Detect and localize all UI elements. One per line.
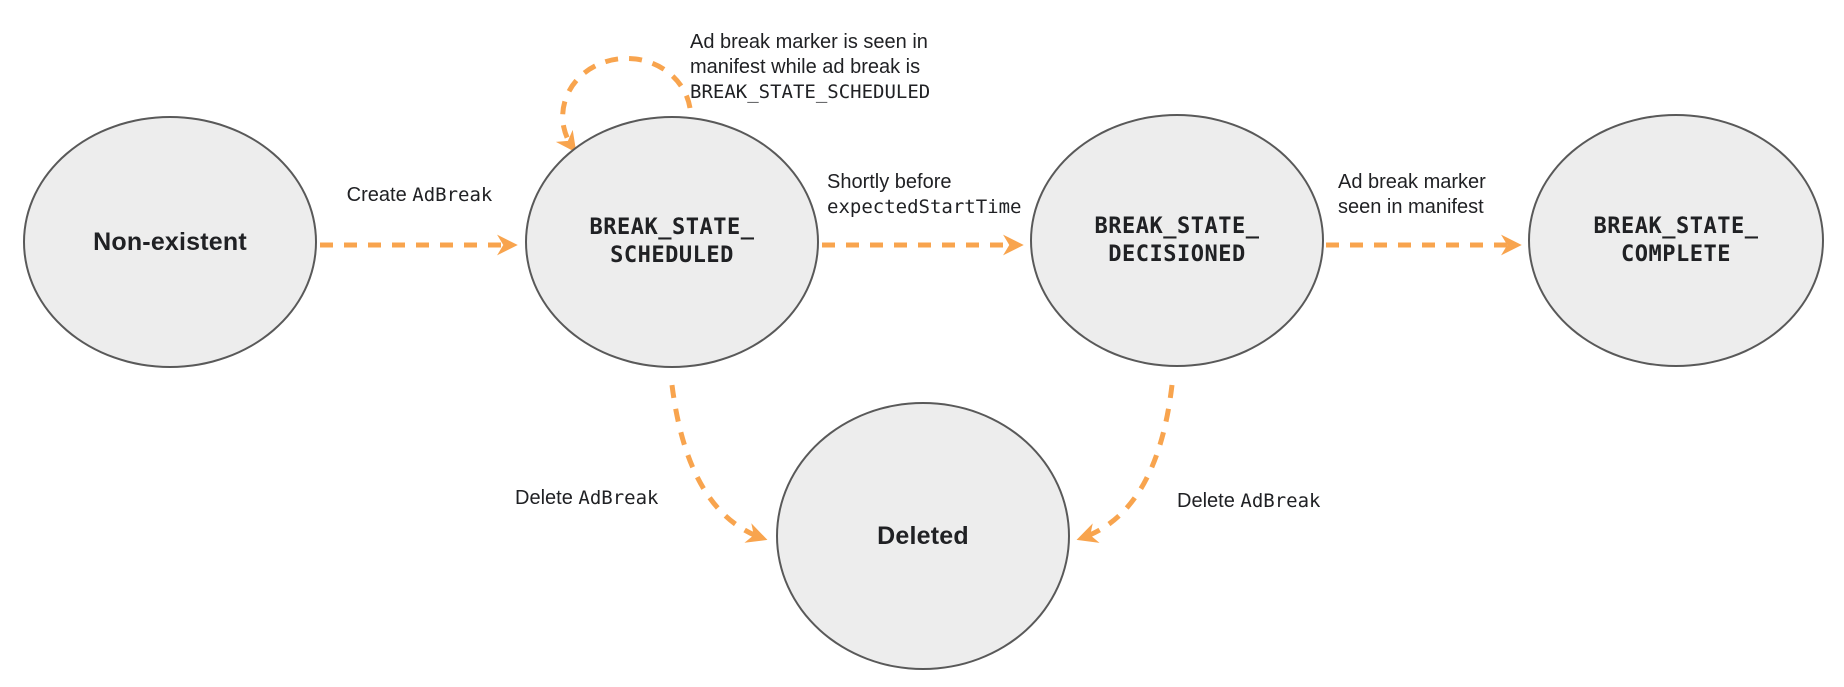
edge-label-self-loop-line1: Ad break marker is seen in <box>690 31 928 53</box>
state-scheduled-label-line2: SCHEDULED <box>610 243 734 268</box>
state-deleted-label: Deleted <box>877 521 969 550</box>
edge-label-delete-left: Delete AdBreak <box>515 486 658 511</box>
edge-label-self-loop-code: BREAK_STATE_SCHEDULED <box>690 81 931 103</box>
edge-label-self-loop-line2: manifest while ad break is <box>690 56 921 78</box>
edge-delete-right-arrow <box>1076 384 1175 543</box>
edge-label-marker-seen-line2: seen in manifest <box>1338 196 1484 218</box>
state-decisioned-label-line1: BREAK_STATE_ <box>1094 213 1260 239</box>
state-break-state-decisioned: BREAK_STATE_ DECISIONED <box>1030 114 1324 367</box>
edge-label-create-code: AdBreak <box>412 184 493 206</box>
edge-label-delete-left-text: Delete <box>515 487 573 509</box>
state-deleted: Deleted <box>776 402 1070 670</box>
state-complete-label-line2: COMPLETE <box>1621 241 1731 267</box>
state-decisioned-label-line2: DECISIONED <box>1108 241 1246 267</box>
edge-label-shortly-before-code: expectedStartTime <box>827 196 1022 218</box>
edge-label-delete-right-text: Delete <box>1177 490 1235 512</box>
edge-label-self-loop: Ad break marker is seen in manifest whil… <box>690 30 930 105</box>
edge-label-delete-left-code: AdBreak <box>578 487 659 509</box>
edge-label-marker-seen-line1: Ad break marker <box>1338 171 1486 193</box>
edge-label-create-text: Create <box>346 184 407 206</box>
edge-label-delete-right-code: AdBreak <box>1240 490 1321 512</box>
state-complete-label-line1: BREAK_STATE_ <box>1593 213 1759 239</box>
edge-label-shortly-before-text: Shortly before <box>827 171 952 193</box>
state-break-state-complete: BREAK_STATE_ COMPLETE <box>1528 114 1824 367</box>
edge-delete-left-arrow <box>669 384 768 543</box>
state-scheduled-label-line1: BREAK_STATE_ <box>589 215 755 240</box>
edge-label-shortly-before: Shortly before expectedStartTime <box>827 170 1021 220</box>
edge-label-marker-seen: Ad break marker seen in manifest <box>1338 170 1486 220</box>
state-non-existent: Non-existent <box>23 116 317 368</box>
edge-label-delete-right: Delete AdBreak <box>1177 489 1320 514</box>
state-break-state-scheduled: BREAK_STATE_ SCHEDULED <box>525 116 819 368</box>
state-non-existent-label: Non-existent <box>93 227 247 256</box>
edge-label-create: Create AdBreak <box>317 183 522 208</box>
